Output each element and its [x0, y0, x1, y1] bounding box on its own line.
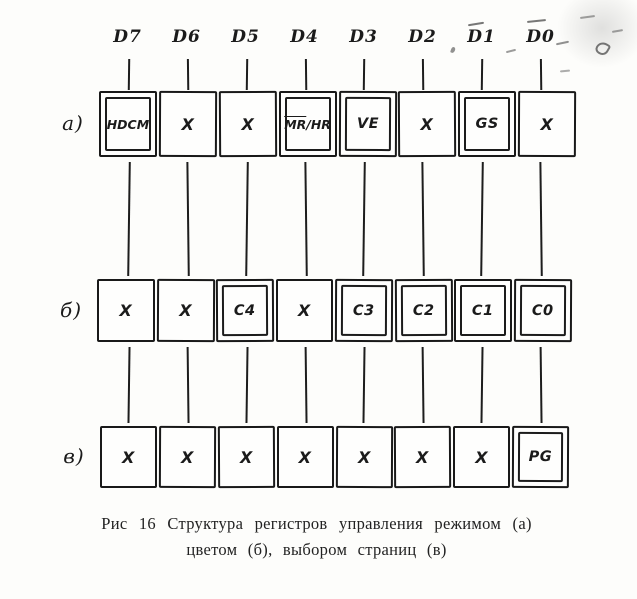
tick-line	[100, 59, 159, 90]
cell-label: X	[122, 447, 135, 467]
register-cell: X	[335, 425, 393, 489]
register-cell: C2	[394, 278, 453, 343]
connector-lines-b-v	[100, 347, 570, 423]
bit-label-d2: D2	[408, 27, 437, 47]
bit-label-d4: D4	[290, 27, 319, 47]
connector-line	[335, 162, 394, 276]
cell-label: X	[119, 301, 133, 320]
row-label-v: в)	[63, 444, 85, 469]
cell-label: X	[181, 114, 195, 134]
cell-label: PG	[528, 448, 553, 466]
cell-label: HDCM	[106, 116, 150, 132]
cell-label: X	[298, 447, 312, 467]
register-cell: GS	[458, 91, 517, 157]
cell-label: X	[357, 447, 371, 467]
connector-line	[159, 347, 218, 423]
cell-label: X	[540, 114, 554, 134]
cell-label: X	[297, 301, 311, 320]
connector-line	[394, 162, 453, 276]
bit-label-d6: D6	[172, 27, 201, 47]
register-cell: X	[97, 279, 155, 342]
cell-label: X	[416, 447, 430, 467]
cell-label: C4	[233, 302, 256, 319]
tick-line	[511, 59, 570, 90]
register-cell: C1	[454, 279, 512, 342]
connector-line	[100, 162, 159, 276]
connector-line	[100, 347, 159, 423]
bit-label-d3: D3	[349, 27, 378, 47]
bit-labels-row: D7 D6 D5 D4 D3 D2 D1 D0	[98, 27, 570, 47]
scan-noise-mark	[505, 48, 517, 54]
cell-label: C3	[352, 302, 375, 319]
tick-line	[218, 59, 277, 90]
connector-line	[276, 347, 335, 423]
connector-lines-a-b	[100, 162, 570, 276]
caption-line-2: цветом (б), выбором страниц (в)	[186, 540, 447, 559]
bit-label-d7: D7	[113, 27, 142, 47]
cell-label: C1	[471, 302, 494, 319]
tick-line	[453, 59, 512, 90]
connector-line	[218, 347, 277, 423]
cell-label-overlined: MR	[284, 116, 307, 132]
figure-caption: Рис 16 Структура регистров управления ре…	[0, 511, 633, 563]
register-cell: X	[275, 279, 333, 342]
register-row-color: б) X X C4 X C3 C2 C1 C0	[60, 278, 572, 343]
register-cell: X	[158, 425, 216, 489]
connector-line	[511, 347, 570, 423]
cell-label: X	[475, 447, 489, 467]
cell-label: VE	[356, 115, 379, 133]
register-cell: X	[217, 425, 275, 489]
register-cell: HDCM	[99, 91, 157, 157]
register-cell: X	[394, 425, 452, 489]
caption-line-1: Рис 16 Структура регистров управления ре…	[101, 514, 532, 533]
register-cell: X	[276, 426, 334, 488]
connector-line	[511, 162, 570, 276]
connector-line	[218, 162, 277, 276]
cell-label: /HR	[306, 116, 331, 132]
cell-label: C2	[412, 302, 435, 319]
tick-line	[394, 59, 453, 90]
register-cell: C0	[513, 278, 572, 343]
tick-line	[335, 59, 394, 90]
cell-label: C0	[531, 302, 554, 319]
register-row-page: в) X X X X X X X PG	[63, 425, 570, 489]
scan-noise-mark	[526, 19, 547, 23]
bit-label-d0: D0	[526, 27, 555, 47]
cell-label: X	[420, 114, 434, 134]
register-row-mode: а) HDCM X X MR/HR VE X GS X	[62, 90, 577, 158]
bit-label-d1: D1	[467, 27, 496, 47]
register-cell: X	[158, 90, 217, 158]
connector-line	[453, 162, 512, 276]
register-cell: X	[453, 426, 511, 488]
row-label-b: б)	[59, 297, 82, 322]
register-cell: X	[398, 90, 457, 158]
bit-label-d5: D5	[231, 27, 260, 47]
cell-label: GS	[475, 116, 499, 132]
cell-label: X	[241, 114, 255, 134]
scan-noise-mark	[467, 21, 485, 27]
scan-noise-mark	[450, 46, 456, 54]
connector-line	[335, 347, 394, 423]
scan-smudge	[557, 0, 637, 68]
row-label-a: а)	[62, 111, 84, 136]
register-cell: X	[100, 426, 157, 488]
register-cell: X	[517, 90, 577, 158]
connector-line	[276, 162, 335, 276]
register-cell: MR/HR	[278, 91, 337, 157]
register-cell: VE	[338, 90, 397, 158]
tick-line	[276, 59, 335, 90]
register-cell: PG	[511, 425, 570, 489]
connector-line	[453, 347, 512, 423]
connector-line	[394, 347, 453, 423]
register-cell: X	[218, 90, 277, 158]
bit-tick-lines	[100, 59, 570, 90]
cell-label: X	[239, 447, 253, 467]
connector-line	[159, 162, 218, 276]
tick-line	[159, 59, 218, 90]
cell-label: X	[178, 300, 192, 321]
register-cell: C3	[334, 278, 393, 343]
register-cell: X	[156, 278, 215, 343]
cell-label: X	[180, 447, 194, 467]
register-cell: C4	[215, 278, 274, 343]
